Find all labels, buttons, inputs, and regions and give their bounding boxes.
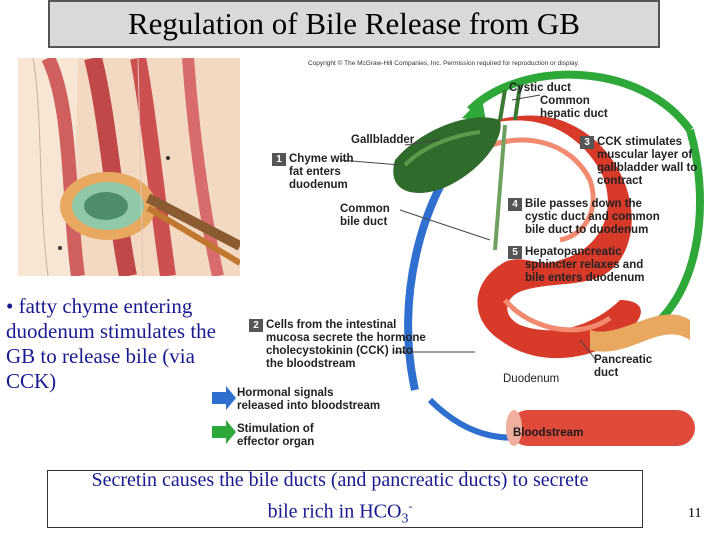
label-cystic-duct: Cystic duct	[509, 82, 571, 94]
caption-line-2: bile rich in HCO	[267, 500, 402, 523]
legend-stimulation: Stimulation of effector organ	[237, 423, 314, 449]
caption-line-1: Secretin causes the bile ducts (and panc…	[91, 469, 589, 491]
step-3-line-1: CCK stimulates	[597, 136, 682, 148]
step-2-line-2: mucosa secrete the hormone	[266, 332, 426, 344]
caption-box	[47, 470, 643, 528]
caption-subscript: 3	[401, 511, 409, 527]
caption: Secretin causes the bile ducts (and panc…	[0, 467, 680, 533]
step-2-line-3: cholecystokinin (CCK) into	[266, 345, 413, 357]
title-bar: Regulation of Bile Release from GB	[48, 0, 660, 48]
step-3-line-3: gallbladder wall to	[597, 162, 698, 174]
bullet-text: • fatty chyme entering duodenum stimulat…	[6, 294, 216, 393]
step-2-number: 2	[249, 319, 263, 332]
step-1-line-3: duodenum	[289, 179, 348, 191]
step-5-number: 5	[508, 246, 522, 259]
step-4-line-2: cystic duct and common	[525, 211, 660, 223]
label-common-hepatic-1: Common	[540, 95, 590, 107]
step-4-line-1: Bile passes down the	[525, 198, 642, 210]
label-pancreatic-1: Pancreatic	[594, 354, 653, 366]
label-gallbladder: Gallbladder	[351, 134, 415, 146]
step-1-line-1: Chyme with	[289, 153, 354, 165]
step-5-line-3: bile enters duodenum	[525, 272, 645, 284]
step-2-line-1: Cells from the intestinal	[266, 319, 397, 331]
legend-hormonal: Hormonal signals released into bloodstre…	[237, 387, 380, 413]
label-pancreatic-2: duct	[594, 367, 619, 379]
step-1-number: 1	[272, 153, 286, 166]
step-2-line-4: the bloodstream	[266, 358, 356, 370]
step-4-number: 4	[508, 198, 522, 211]
step-4-line-3: bile duct to duodenum	[525, 224, 649, 236]
label-duodenum: Duodenum	[503, 373, 560, 385]
label-common-bile-2: bile duct	[340, 216, 388, 228]
step-5-line-1: Hepatopancreatic	[525, 246, 622, 258]
step-5-line-2: sphincter relaxes and	[525, 259, 644, 271]
label-common-bile-1: Common	[340, 203, 390, 215]
legend-hormonal-line-2: released into bloodstream	[237, 400, 381, 412]
label-common-hepatic-2: hepatic duct	[540, 108, 608, 120]
page-number: 11	[688, 506, 702, 521]
step-3-line-4: contract	[597, 175, 643, 187]
step-3-number: 3	[580, 136, 594, 149]
legend-stimulation-line-1: Stimulation of	[237, 423, 314, 435]
sphincter-inset-illustration	[18, 58, 240, 276]
legend-hormonal-line-1: Hormonal signals	[237, 387, 334, 399]
legend-stimulation-line-2: effector organ	[237, 436, 315, 448]
step-1-line-2: fat enters	[289, 166, 341, 178]
copyright-notice: Copyright © The McGraw-Hill Companies, I…	[308, 60, 580, 67]
slide-title: Regulation of Bile Release from GB	[128, 6, 580, 41]
label-bloodstream: Bloodstream	[513, 427, 584, 439]
step-3-line-2: muscular layer of	[597, 149, 693, 161]
caption-superscript: -	[408, 499, 413, 513]
